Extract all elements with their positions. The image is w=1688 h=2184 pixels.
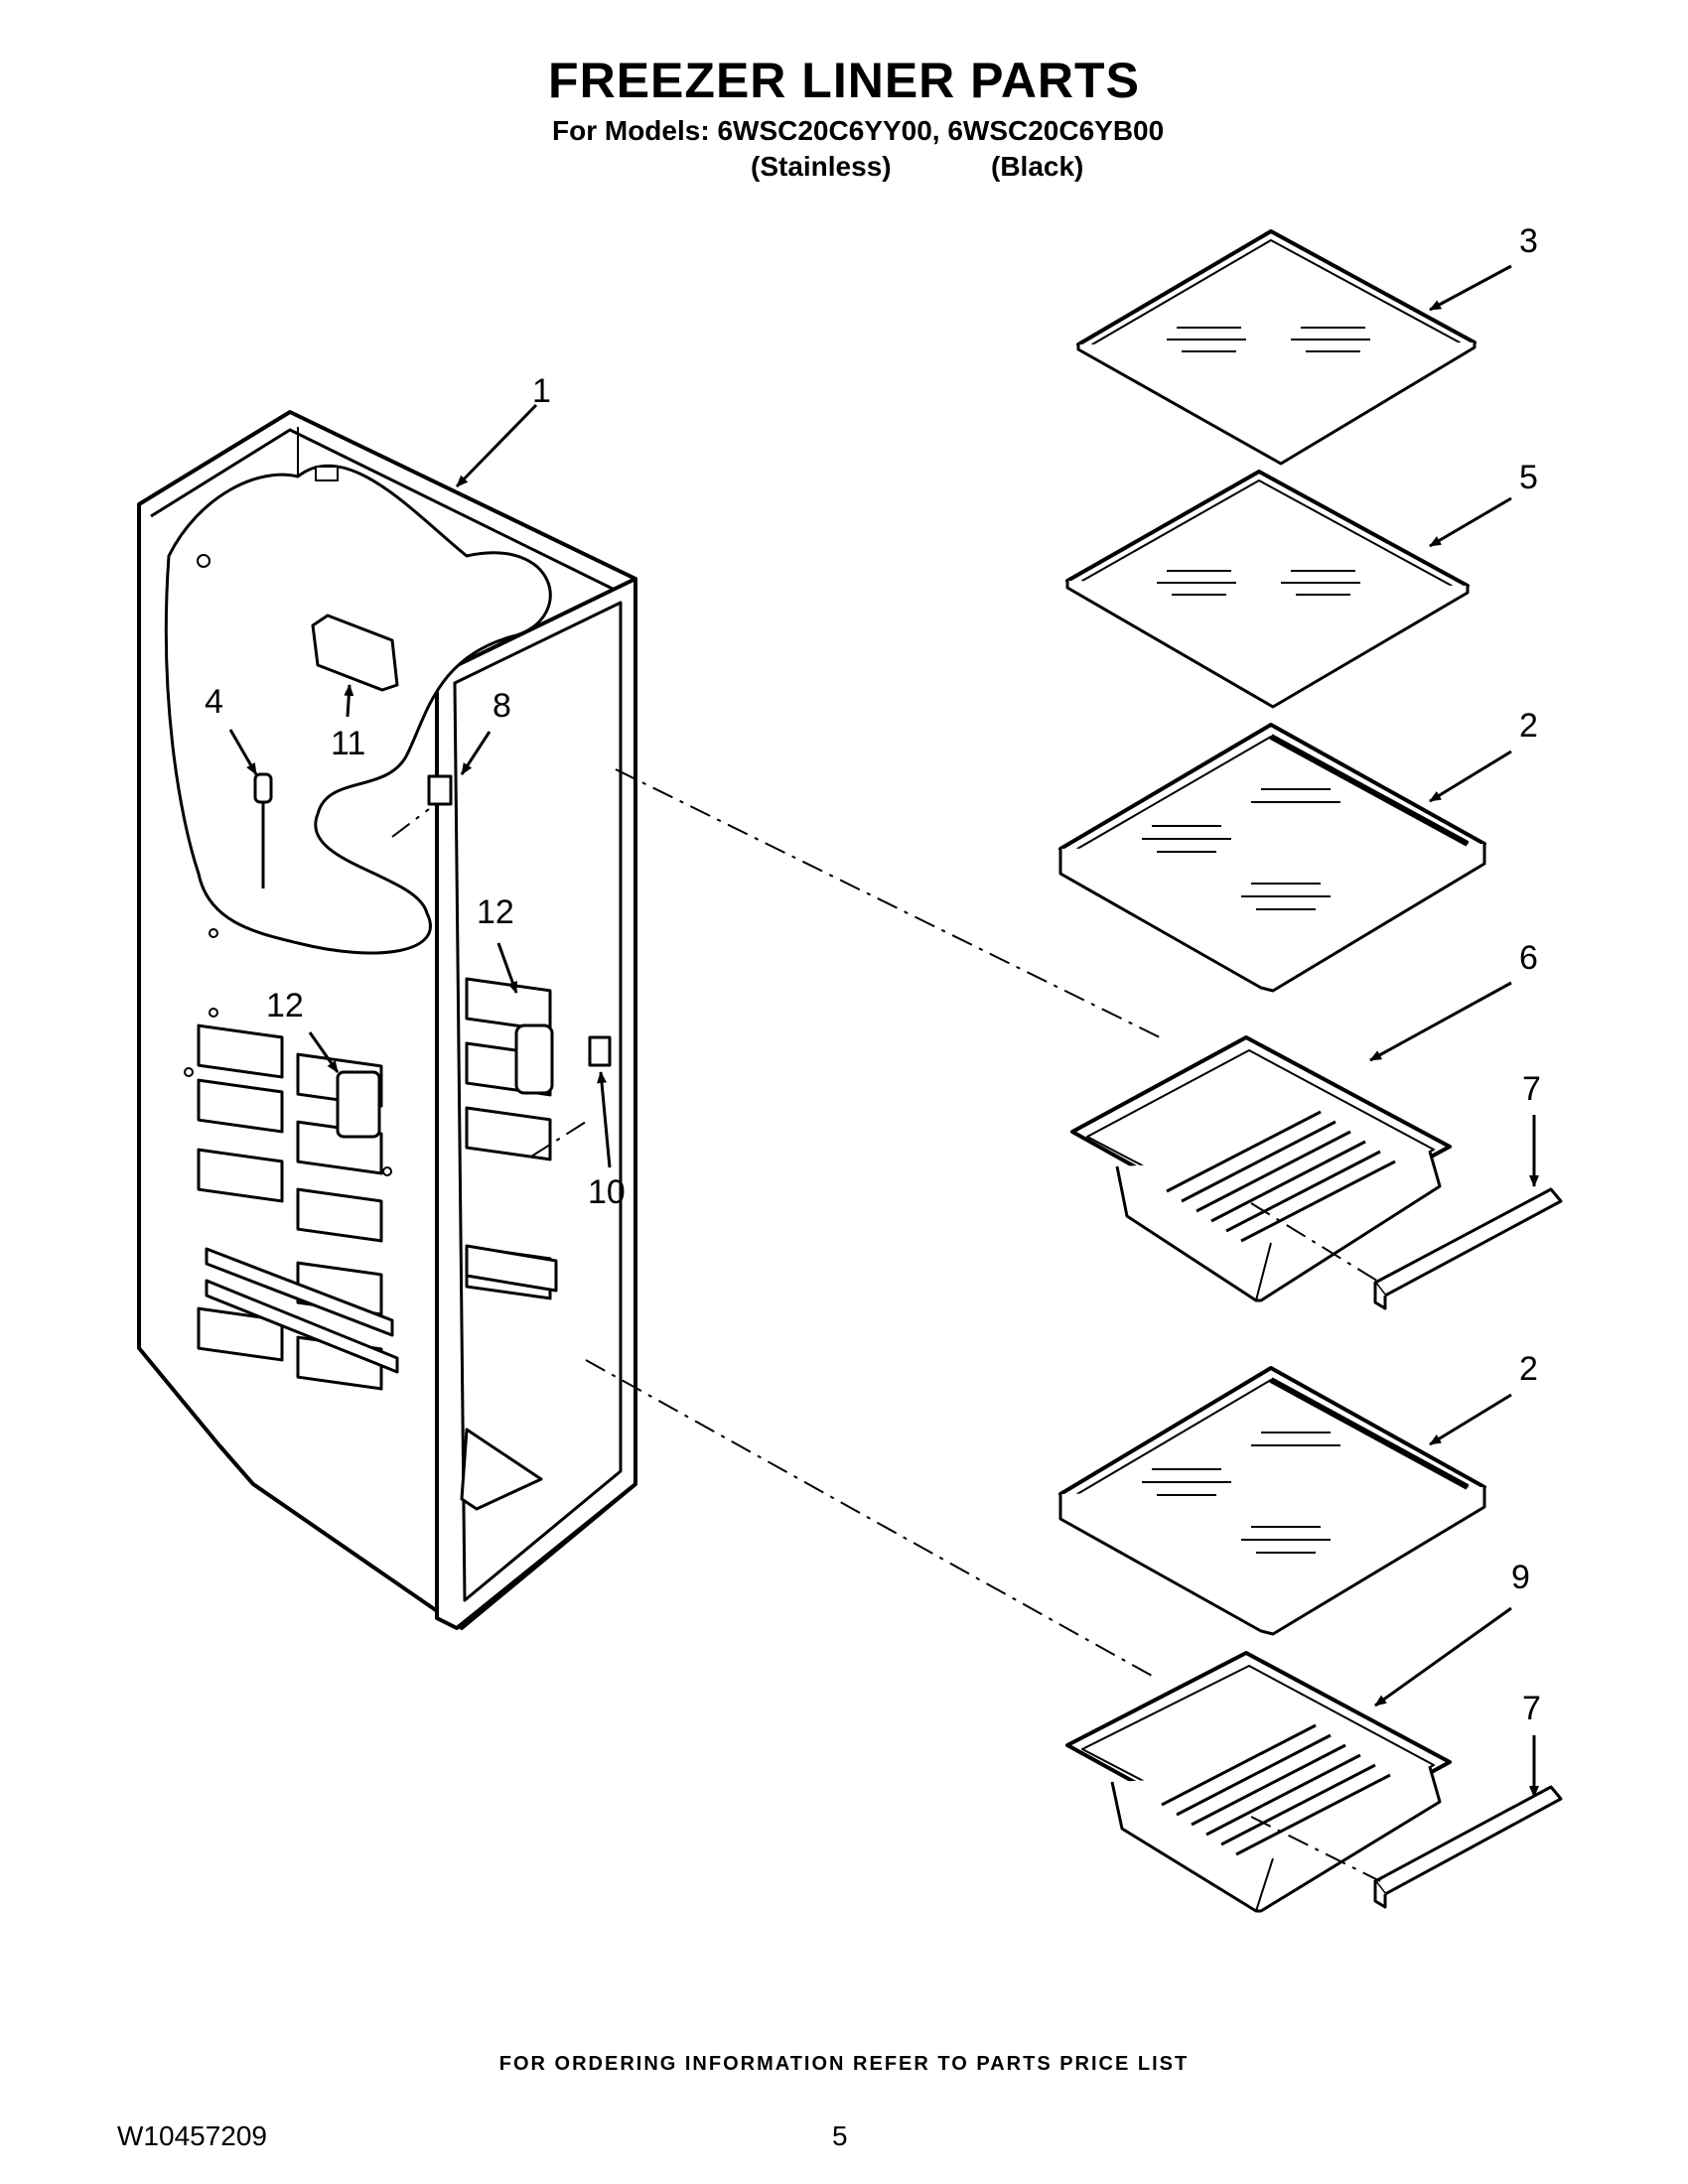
crisper-bin-part-9 (1065, 1651, 1452, 1913)
finish-stainless-label: (Stainless) (751, 151, 892, 182)
freezer-liner-part (137, 410, 637, 1630)
callout-2-lower: 2 (1519, 1350, 1538, 1388)
callout-4: 4 (205, 683, 223, 721)
callout-5: 5 (1519, 459, 1538, 496)
callout-8: 8 (492, 687, 511, 725)
callout-12-left: 12 (266, 987, 304, 1024)
glass-shelf-part-5 (1065, 470, 1470, 709)
crisper-cover-shelf-part-2-lower (1058, 1366, 1486, 1636)
callout-7-lower: 7 (1522, 1690, 1541, 1727)
document-number: W10457209 (117, 2120, 268, 2151)
callout-7-upper: 7 (1522, 1070, 1541, 1108)
glass-shelf-part-3 (1076, 229, 1477, 466)
callout-2-upper: 2 (1519, 707, 1538, 745)
page-title: FREEZER LINER PARTS (548, 53, 1140, 108)
callout-1: 1 (532, 372, 551, 410)
callout-11: 11 (331, 725, 365, 762)
callout-6: 6 (1519, 939, 1538, 977)
assembly-lines (391, 768, 1381, 1882)
finish-black-label: (Black) (991, 151, 1084, 182)
bin-trim-part-7-upper (1373, 1187, 1563, 1310)
callout-3: 3 (1519, 222, 1538, 260)
callout-10: 10 (588, 1173, 626, 1211)
callout-leaders (228, 264, 1539, 1798)
callout-9: 9 (1511, 1559, 1530, 1596)
page-number: 5 (832, 2120, 848, 2151)
crisper-bin-part-6 (1070, 1035, 1452, 1302)
models-line: For Models: 6WSC20C6YY00, 6WSC20C6YB00 (552, 115, 1165, 146)
callout-12-right: 12 (477, 893, 514, 931)
ordering-note: FOR ORDERING INFORMATION REFER TO PARTS … (498, 2053, 1190, 2075)
crisper-cover-shelf-part-2-upper (1058, 723, 1486, 993)
bin-trim-part-7-lower (1373, 1785, 1563, 1909)
